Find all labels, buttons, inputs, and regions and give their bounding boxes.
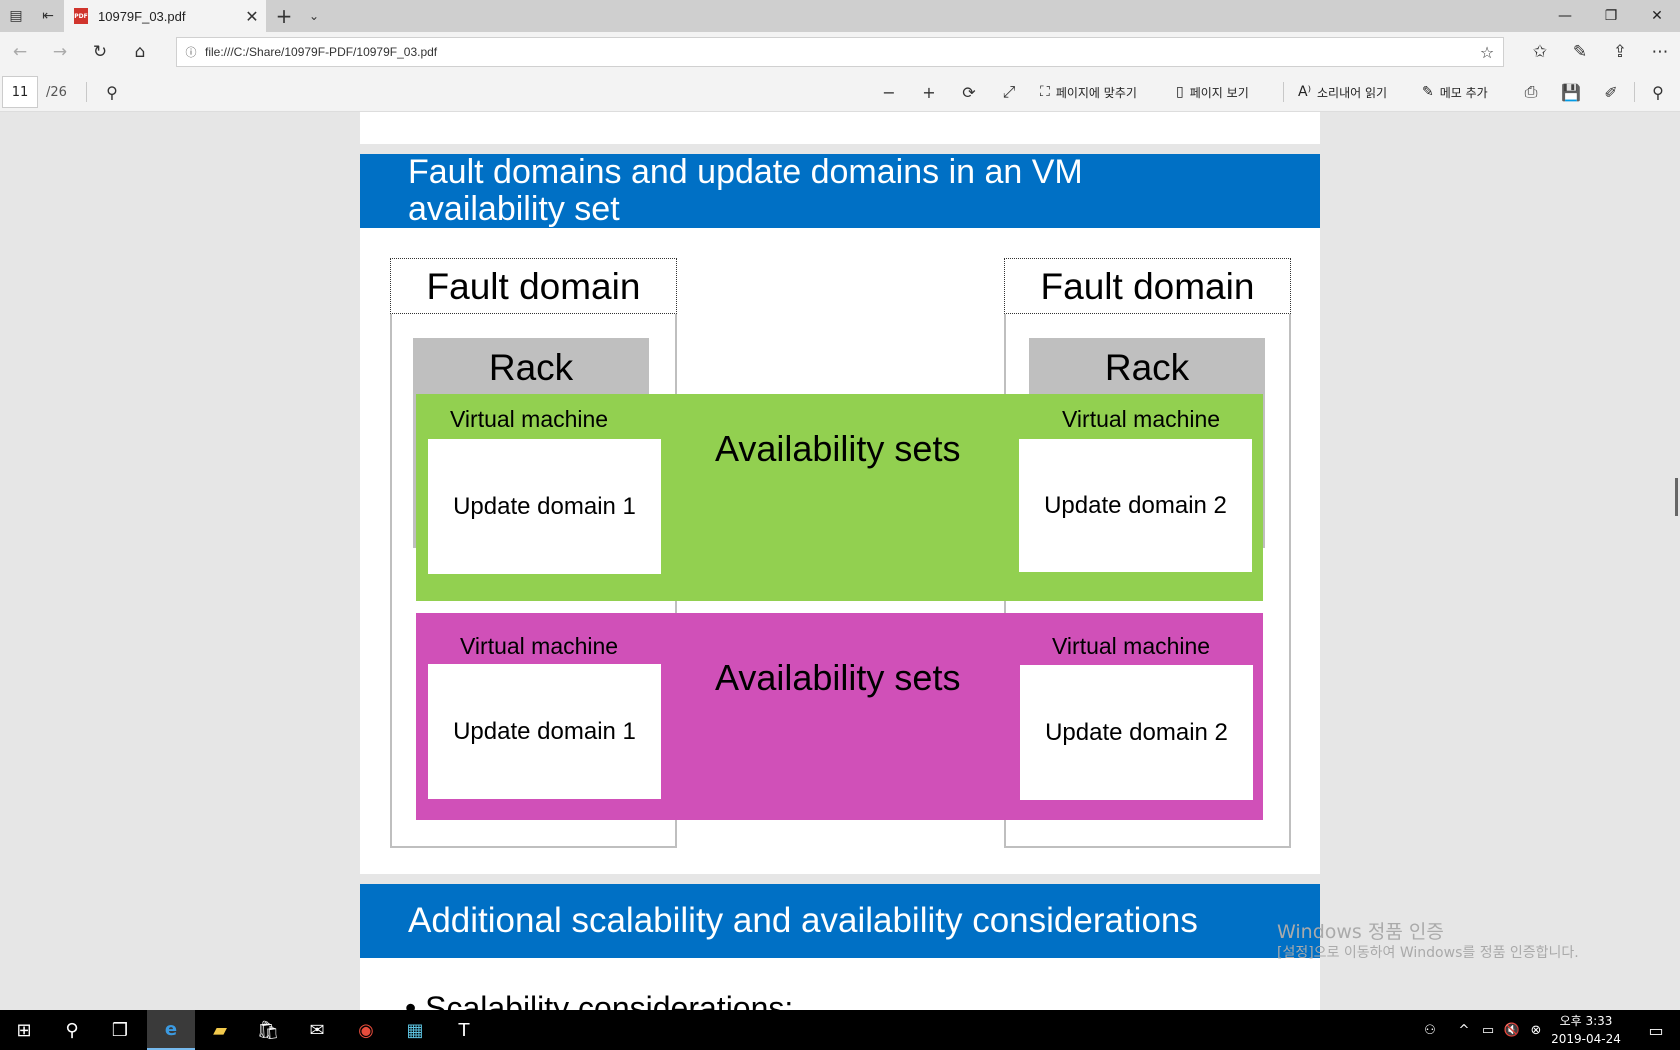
file-explorer-icon[interactable]: ▰ [213, 1019, 227, 1041]
restore-icon[interactable]: ❐ [1604, 8, 1618, 24]
page-view-icon: ▯ [1176, 84, 1184, 100]
favorite-star-icon[interactable]: ☆ [1479, 42, 1495, 62]
vm-label-green-right: Virtual machine [1062, 406, 1221, 432]
volume-muted-icon[interactable]: 🔇 [1503, 1022, 1521, 1038]
tab-preview-chevron-icon[interactable]: ⌄ [308, 9, 320, 23]
page-view-label: 페이지 보기 [1189, 85, 1249, 100]
action-center-icon[interactable]: ▭ [1648, 1020, 1664, 1040]
save-icon[interactable]: 💾 [1561, 82, 1581, 102]
site-info-icon[interactable]: ⓘ [185, 46, 197, 59]
favorites-list-icon[interactable]: ✩ [1532, 42, 1548, 62]
update-domain-green-right: Update domain 2 [1019, 439, 1252, 572]
store-icon[interactable]: 🛍 [256, 1019, 280, 1041]
windows-start-icon[interactable]: ⊞ [16, 1019, 32, 1041]
fault-domain-title-left: Fault domain [390, 258, 677, 314]
taskbar: ⊞ ⚲ ❒ e ▰ 🛍 ✉ ◉ ▦ T ⚇ ^ ▭ 🔇 ⊗ 오후 3:33 20… [0, 1010, 1680, 1050]
title-bar: ▤ ⇤ PDF 10979F_03.pdf ✕ + ⌄ — ❐ ✕ [0, 0, 1680, 32]
page-total: /26 [46, 84, 67, 100]
edge-browser-icon[interactable]: e [147, 1010, 195, 1050]
close-tab-icon[interactable]: ✕ [245, 6, 259, 26]
read-aloud-button[interactable]: A⁾ 소리내어 읽기 [1298, 76, 1387, 108]
availability-set-label-green: Availability sets [715, 428, 961, 469]
add-notes-label: 메모 추가 [1439, 85, 1488, 100]
slide-title-line2: availability set [408, 190, 620, 228]
pdf-file-icon: PDF [74, 8, 88, 24]
slide2-title: Additional scalability and availability … [360, 884, 1320, 958]
page-gap [360, 874, 1320, 884]
toolbar-divider [1283, 82, 1284, 102]
pin-toolbar-icon[interactable]: ⚲ [1652, 82, 1664, 102]
system-clock[interactable]: 오후 3:33 2019-04-24 [1546, 1012, 1626, 1048]
notification-error-icon[interactable]: ⊗ [1530, 1022, 1542, 1038]
update-domain-magenta-right: Update domain 2 [1020, 665, 1253, 800]
slide-title-line1: Fault domains and update domains in an V… [408, 153, 1083, 191]
add-notes-icon: ✎ [1422, 84, 1434, 100]
refresh-icon[interactable]: ↻ [92, 42, 108, 62]
address-bar[interactable]: ⓘ file:///C:/Share/10979F-PDF/10979F_03.… [176, 37, 1504, 67]
clock-time: 오후 3:33 [1559, 1014, 1613, 1028]
read-aloud-icon: A⁾ [1298, 84, 1312, 100]
network-icon[interactable]: ▭ [1481, 1022, 1495, 1038]
fullscreen-icon[interactable]: ⤢ [1002, 82, 1016, 101]
update-domain-green-left: Update domain 1 [428, 439, 661, 574]
add-notes-button[interactable]: ✎ 메모 추가 [1422, 76, 1488, 108]
show-hidden-icons-chevron-icon[interactable]: ^ [1458, 1022, 1470, 1038]
app-icon[interactable]: ▦ [406, 1019, 424, 1041]
more-options-icon[interactable]: ⋯ [1651, 42, 1669, 62]
mail-icon[interactable]: ✉ [309, 1019, 325, 1041]
vm-label-magenta-right: Virtual machine [1052, 633, 1211, 659]
share-icon[interactable]: ⇪ [1612, 42, 1628, 62]
vertical-scrollbar-thumb[interactable] [1675, 478, 1678, 516]
task-view-icon[interactable]: ❒ [111, 1019, 129, 1041]
pen-icon[interactable]: ✎ [1572, 42, 1588, 62]
update-domain-magenta-left: Update domain 1 [428, 664, 661, 799]
set-tabs-aside-icon[interactable]: ⇤ [42, 8, 54, 24]
vm-label-magenta-left: Virtual machine [460, 633, 619, 659]
minimize-icon[interactable]: — [1558, 8, 1572, 24]
rotate-icon[interactable]: ⟳ [962, 82, 976, 102]
new-tab-icon[interactable]: + [275, 4, 293, 28]
search-icon[interactable]: ⚲ [106, 82, 118, 102]
fault-domain-title-right: Fault domain [1004, 258, 1291, 314]
navigation-bar: ← → ↻ ⌂ ⓘ file:///C:/Share/10979F-PDF/10… [0, 32, 1680, 72]
pdf-toolbar: 11 /26 ⚲ − + ⟳ ⤢ ⛶ 페이지에 맞추기 ▯ 페이지 보기 A⁾ … [0, 72, 1680, 112]
chrome-icon[interactable]: ◉ [358, 1019, 374, 1041]
page-number-input[interactable]: 11 [2, 76, 38, 108]
close-window-icon[interactable]: ✕ [1651, 8, 1663, 24]
people-icon[interactable]: ⚇ [1424, 1022, 1436, 1038]
print-icon[interactable]: ⎙ [1524, 82, 1538, 101]
activation-watermark-text: [설정]으로 이동하여 Windows를 정품 인증합니다. [1277, 945, 1579, 961]
zoom-in-icon[interactable]: + [922, 82, 936, 102]
clock-date: 2019-04-24 [1551, 1032, 1621, 1046]
back-arrow-icon[interactable]: ← [12, 42, 28, 62]
fit-page-label: 페이지에 맞추기 [1055, 85, 1137, 100]
page-view-button[interactable]: ▯ 페이지 보기 [1176, 76, 1249, 108]
address-url[interactable]: file:///C:/Share/10979F-PDF/10979F_03.pd… [205, 45, 438, 59]
browser-tab[interactable]: PDF 10979F_03.pdf ✕ [64, 0, 266, 32]
toolbar-divider [86, 82, 87, 102]
search-icon[interactable]: ⚲ [65, 1019, 79, 1041]
toolbar-divider [1634, 82, 1635, 102]
zoom-out-icon[interactable]: − [882, 82, 896, 102]
text-app-icon[interactable]: T [458, 1019, 470, 1041]
forward-arrow-icon[interactable]: → [52, 42, 68, 62]
availability-set-label-magenta: Availability sets [715, 657, 961, 698]
home-icon[interactable]: ⌂ [134, 42, 146, 62]
tab-title: 10979F_03.pdf [98, 8, 186, 24]
vm-label-green-left: Virtual machine [450, 406, 609, 432]
page-gap [360, 144, 1320, 154]
activation-watermark-title: Windows 정품 인증 [1277, 921, 1444, 943]
read-aloud-label: 소리내어 읽기 [1317, 85, 1388, 100]
save-as-icon[interactable]: ✐ [1604, 82, 1618, 102]
slide-title: Fault domains and update domains in an V… [360, 154, 1320, 228]
fit-page-icon: ⛶ [1040, 84, 1050, 100]
tabs-aside-icon[interactable]: ▤ [9, 8, 23, 24]
fit-page-button[interactable]: ⛶ 페이지에 맞추기 [1040, 76, 1137, 108]
